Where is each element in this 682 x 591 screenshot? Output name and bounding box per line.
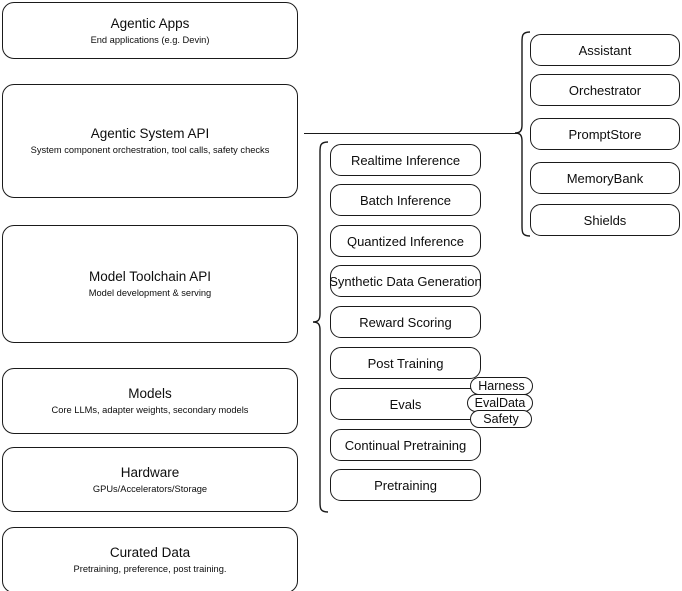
component-label: PromptStore (568, 126, 642, 142)
layer-box-agentic-system-api[interactable]: Agentic System API System component orch… (2, 84, 298, 198)
item-box-post-training[interactable]: Post Training (330, 347, 481, 379)
layer-box-models[interactable]: Models Core LLMs, adapter weights, secon… (2, 368, 298, 434)
layer-title: Hardware (120, 464, 180, 480)
component-box-memorybank[interactable]: MemoryBank (530, 162, 680, 194)
layer-title: Agentic System API (90, 126, 210, 141)
item-label: Pretraining (374, 477, 437, 493)
component-label: Assistant (578, 42, 632, 58)
layer-subtitle: Core LLMs, adapter weights, secondary mo… (51, 405, 249, 415)
item-label: Post Training (367, 355, 444, 371)
item-box-continual-pretraining[interactable]: Continual Pretraining (330, 429, 481, 461)
component-box-orchestrator[interactable]: Orchestrator (530, 74, 680, 106)
layer-title: Models (128, 386, 172, 401)
evals-tag-label: Safety (483, 412, 519, 426)
evals-tag-safety[interactable]: Safety (470, 410, 532, 428)
item-box-evals[interactable]: Evals (330, 388, 481, 420)
layer-subtitle: System component orchestration, tool cal… (30, 145, 270, 155)
layer-subtitle: GPUs/Accelerators/Storage (92, 483, 208, 494)
component-box-assistant[interactable]: Assistant (530, 34, 680, 66)
component-box-promptstore[interactable]: PromptStore (530, 118, 680, 150)
evals-tag-label: Harness (478, 379, 525, 393)
item-label: Batch Inference (359, 192, 452, 208)
evals-tag-harness[interactable]: Harness (470, 377, 533, 395)
layer-subtitle: Model development & serving (88, 288, 212, 298)
item-box-reward-scoring[interactable]: Reward Scoring (330, 306, 481, 338)
component-box-shields[interactable]: Shields (530, 204, 680, 236)
component-label: MemoryBank (566, 170, 644, 186)
layer-box-agentic-apps[interactable]: Agentic Apps End applications (e.g. Devi… (2, 2, 298, 59)
item-label: Synthetic Data Generation (329, 273, 482, 289)
item-label: Evals (389, 396, 422, 412)
item-box-pretraining[interactable]: Pretraining (330, 469, 481, 501)
component-label: Shields (583, 212, 627, 228)
item-box-batch-inference[interactable]: Batch Inference (330, 184, 481, 216)
brace-model-toolchain (304, 140, 330, 520)
component-label: Orchestrator (568, 82, 642, 98)
layer-title: Curated Data (109, 545, 191, 560)
brace-agentic-system-components (512, 30, 538, 242)
layer-box-curated-data[interactable]: Curated Data Pretraining, preference, po… (2, 527, 298, 591)
layer-box-hardware[interactable]: Hardware GPUs/Accelerators/Storage (2, 447, 298, 512)
layer-title: Model Toolchain API (88, 269, 212, 284)
item-box-synthetic-data-generation[interactable]: Synthetic Data Generation (329, 265, 482, 297)
layer-box-model-toolchain-api[interactable]: Model Toolchain API Model development & … (2, 225, 298, 343)
item-box-quantized-inference[interactable]: Quantized Inference (330, 225, 481, 257)
connector-agentic-system-api-to-components (304, 132, 518, 134)
evals-tag-label: EvalData (474, 396, 526, 410)
layer-title: Agentic Apps (110, 15, 190, 31)
layer-subtitle: End applications (e.g. Devin) (90, 34, 210, 45)
item-label: Continual Pretraining (344, 437, 467, 453)
item-label: Quantized Inference (346, 233, 465, 249)
item-label: Reward Scoring (359, 314, 452, 330)
item-label: Realtime Inference (350, 152, 461, 168)
layer-subtitle: Pretraining, preference, post training. (73, 564, 227, 574)
item-box-realtime-inference[interactable]: Realtime Inference (330, 144, 481, 176)
